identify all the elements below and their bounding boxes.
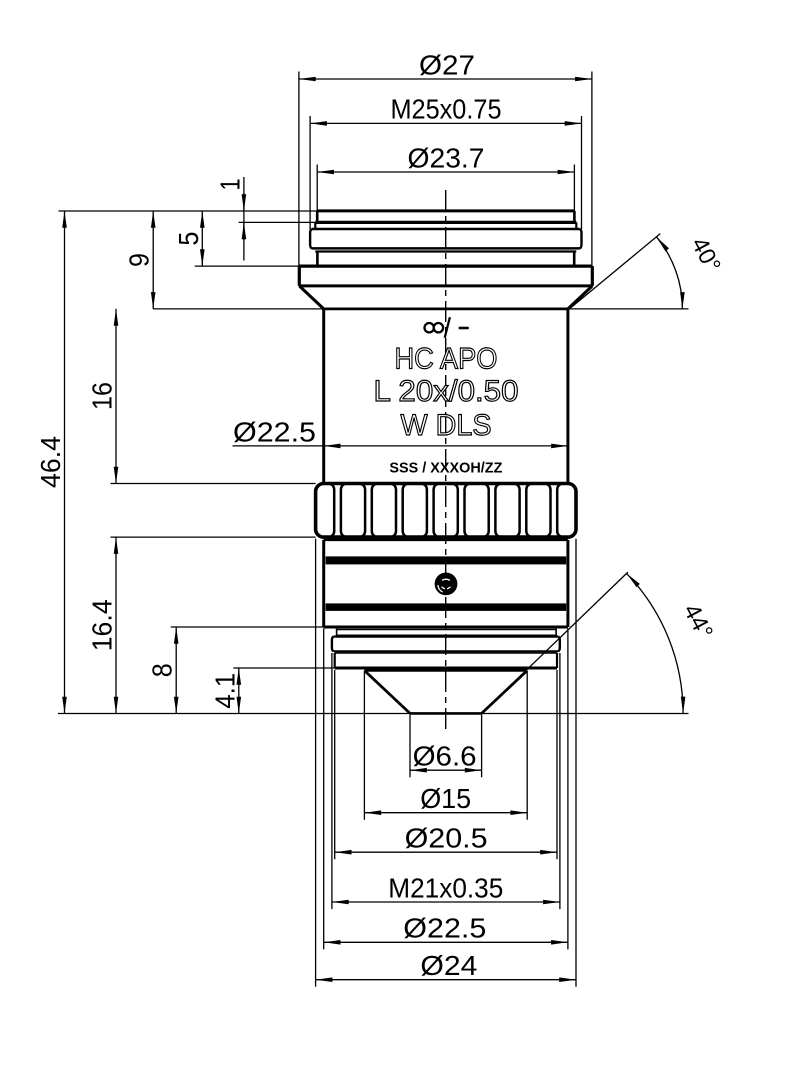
svg-text:W DLS: W DLS <box>401 409 492 442</box>
svg-text:Ø23.7: Ø23.7 <box>408 142 485 173</box>
svg-text:M21x0.35: M21x0.35 <box>388 872 503 903</box>
svg-text:Ø24: Ø24 <box>420 950 477 981</box>
svg-text:Ø15: Ø15 <box>420 783 471 814</box>
svg-text:16: 16 <box>87 382 118 410</box>
svg-text:1: 1 <box>214 179 245 191</box>
svg-text:9: 9 <box>124 253 155 267</box>
svg-text:Ø22.5: Ø22.5 <box>403 913 486 944</box>
svg-text:4.1: 4.1 <box>209 673 240 709</box>
svg-text:5: 5 <box>173 232 204 246</box>
svg-text:HC APO: HC APO <box>395 343 498 376</box>
svg-text:Ø20.5: Ø20.5 <box>405 823 488 854</box>
svg-text:16.4: 16.4 <box>87 599 118 651</box>
svg-text:46.4: 46.4 <box>35 436 66 488</box>
svg-text:Ø6.6: Ø6.6 <box>413 740 477 771</box>
svg-text:L 20x/0.50: L 20x/0.50 <box>374 375 519 408</box>
svg-text:8: 8 <box>147 663 178 677</box>
svg-text:SSS / XXXOH/ZZ: SSS / XXXOH/ZZ <box>389 460 502 477</box>
svg-text:Ø22.5: Ø22.5 <box>233 416 316 447</box>
svg-text:Ø27: Ø27 <box>419 49 475 80</box>
svg-text:M25x0.75: M25x0.75 <box>391 94 502 125</box>
